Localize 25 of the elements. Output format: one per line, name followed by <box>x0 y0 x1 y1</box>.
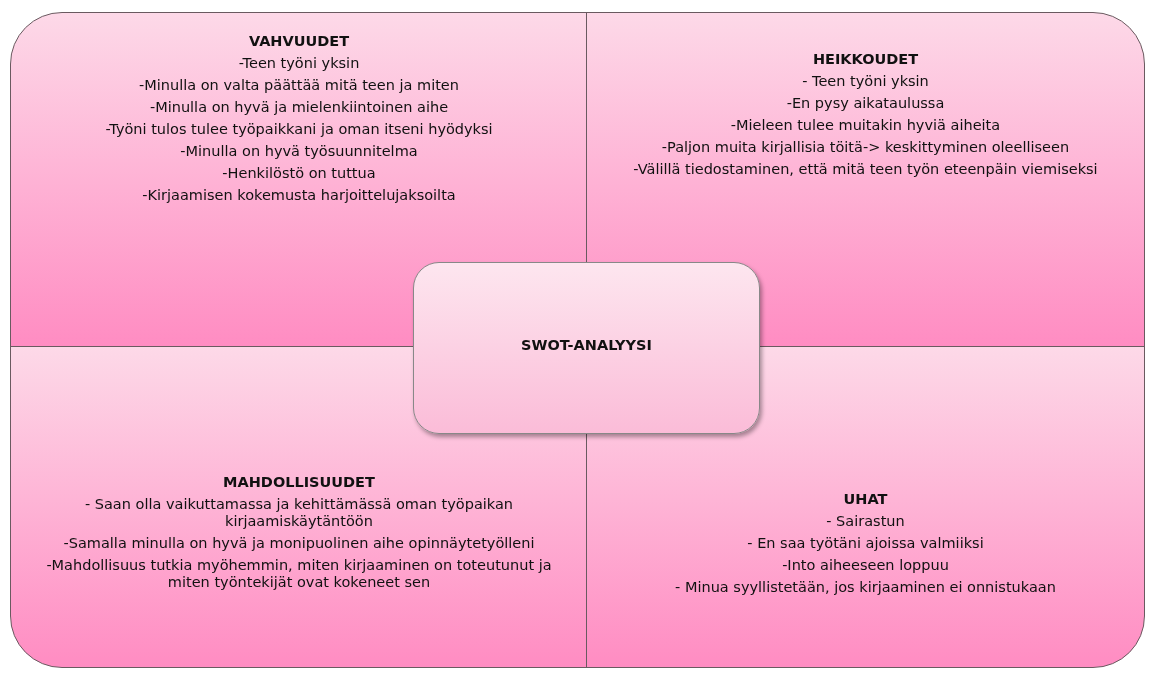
list-item-text: - En saa työtäni ajoissa valmiiksi <box>747 535 984 552</box>
list-item-text: -Mahdollisuus tutkia myöhemmin, miten kirjaaminen on toteutunut ja miten työntekijät ovat kokeneet sen <box>45 557 553 591</box>
quadrant-heading: VAHVUUDET <box>248 33 350 50</box>
list-item-text: -Teen työni yksin <box>238 55 360 72</box>
quadrant-heading: UHAT <box>843 491 888 508</box>
list-item-text: -En pysy aikataulussa <box>786 95 945 112</box>
list-item-text: - Minua syyllistetään, jos kirjaaminen ei onnistukaan <box>675 579 1056 596</box>
quadrant-heading: MAHDOLLISUUDET <box>223 474 375 491</box>
center-box <box>413 262 760 434</box>
list-item-text: -Minulla on hyvä ja mielenkiintoinen aihe <box>149 99 449 116</box>
list-item-text: - Saan olla vaikuttamassa ja kehittämässä oman työpaikan kirjaamiskäytäntöön <box>83 496 515 530</box>
list-item-text: -Välillä tiedostaminen, että mitä teen työn eteenpäin viemiseksi <box>633 161 1098 178</box>
list-item-text: -Samalla minulla on hyvä ja monipuolinen aihe opinnäytetyölleni <box>63 535 535 552</box>
list-item-text: -Paljon muita kirjallisia töitä-> keskittyminen oleelliseen <box>661 139 1070 156</box>
list-item-text: - Sairastun <box>826 513 905 530</box>
list-item-text: - Teen työni yksin <box>802 73 929 90</box>
list-item-text: -Henkilöstö on tuttua <box>222 165 376 182</box>
quadrant-heading: HEIKKOUDET <box>812 51 919 68</box>
list-item-text: -Into aiheeseen loppuu <box>782 557 949 574</box>
list-item-text: -Kirjaamisen kokemusta harjoittelujaksoilta <box>142 187 456 204</box>
title-text: SWOT-ANALYYSI <box>521 337 652 354</box>
list-item-text: -Työni tulos tulee työpaikkani ja oman itseni hyödyksi <box>105 121 493 138</box>
list-item-text: -Minulla on valta päättää mitä teen ja miten <box>139 77 459 94</box>
list-item-text: -Minulla on hyvä työsuunnitelma <box>180 143 418 160</box>
list-item-text: -Mieleen tulee muitakin hyviä aiheita <box>730 117 1001 134</box>
